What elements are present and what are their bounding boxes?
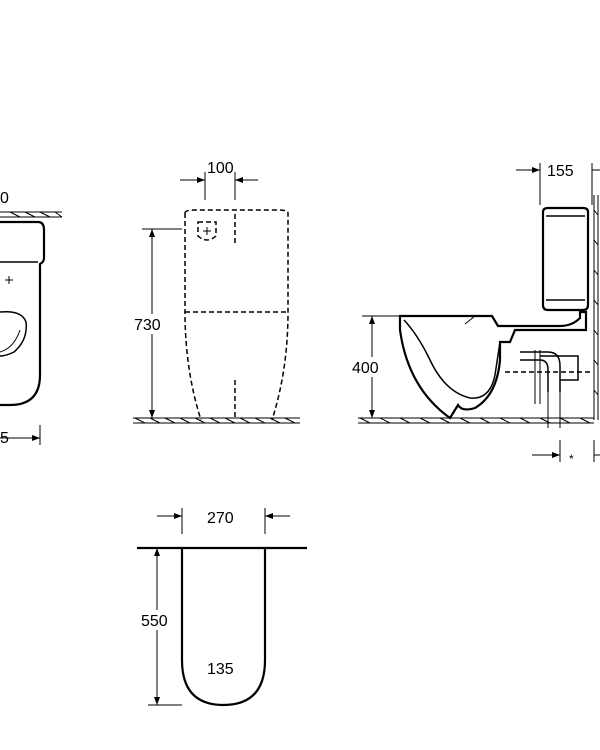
section-pipe-connector [534,350,541,404]
section-height-label-bg [352,357,386,377]
plan-depth-label: 550 [141,613,168,630]
plan-depth-arrow-top [154,548,160,556]
top-wall-hatch [0,211,63,218]
side-button-mark [203,227,211,235]
section-rim-mark [464,315,476,325]
side-floor-hatch [133,417,300,424]
side-height-label-bg [134,314,168,334]
plan-depth-label-bg [141,610,175,630]
side-offset-arrow-right [235,177,243,183]
plan-radius-label: 135 [207,661,234,678]
section-floor-hatch [358,417,594,424]
section-asterisk-label: * [569,452,574,466]
section-wall-hatch [593,195,599,420]
plan-width-arrow-left [174,513,182,519]
side-tank-offset-lines [180,172,258,200]
section-asterisk-dimension [532,440,600,462]
plan-depth-arrow-bottom [154,697,160,705]
top-seat-opening [0,310,27,357]
side-view: 100 730 [133,160,300,424]
top-depth-arrow [32,435,40,441]
section-asterisk-arrow [552,452,560,458]
side-height-label: 730 [134,317,161,334]
plan-view: 270 550 135 [137,508,307,707]
section-tank-offset-lines [516,163,600,205]
side-height-arrow-bottom [149,410,155,418]
section-bowl-outer [398,310,588,420]
section-height-arrow-bottom [369,410,375,418]
side-height-arrow-top [149,229,155,237]
side-tank-offset-label: 100 [207,160,234,177]
plan-width-label: 270 [207,510,234,527]
plan-footprint [180,548,267,707]
top-bowl-outline [0,220,46,407]
section-tank [541,206,590,312]
side-body-outline [184,209,289,421]
section-height-arrow-top [369,316,375,324]
section-tank-inner [546,215,585,301]
top-inner-rim [0,329,21,353]
section-view: 155 400 * [352,163,600,466]
section-tank-offset-label: 155 [547,163,574,180]
top-view: 0 5 [0,190,63,447]
section-bowl-inner [403,319,501,399]
side-offset-arrow-left [197,177,205,183]
side-button-outline [197,221,217,241]
section-height-label: 400 [352,360,379,377]
top-depth-label: 5 [0,430,9,447]
top-width-label: 0 [0,190,9,207]
section-offset-arrow [532,167,540,173]
plan-width-dimension-line [157,508,290,534]
plan-width-arrow-right [265,513,273,519]
top-fixing-mark [5,276,13,284]
